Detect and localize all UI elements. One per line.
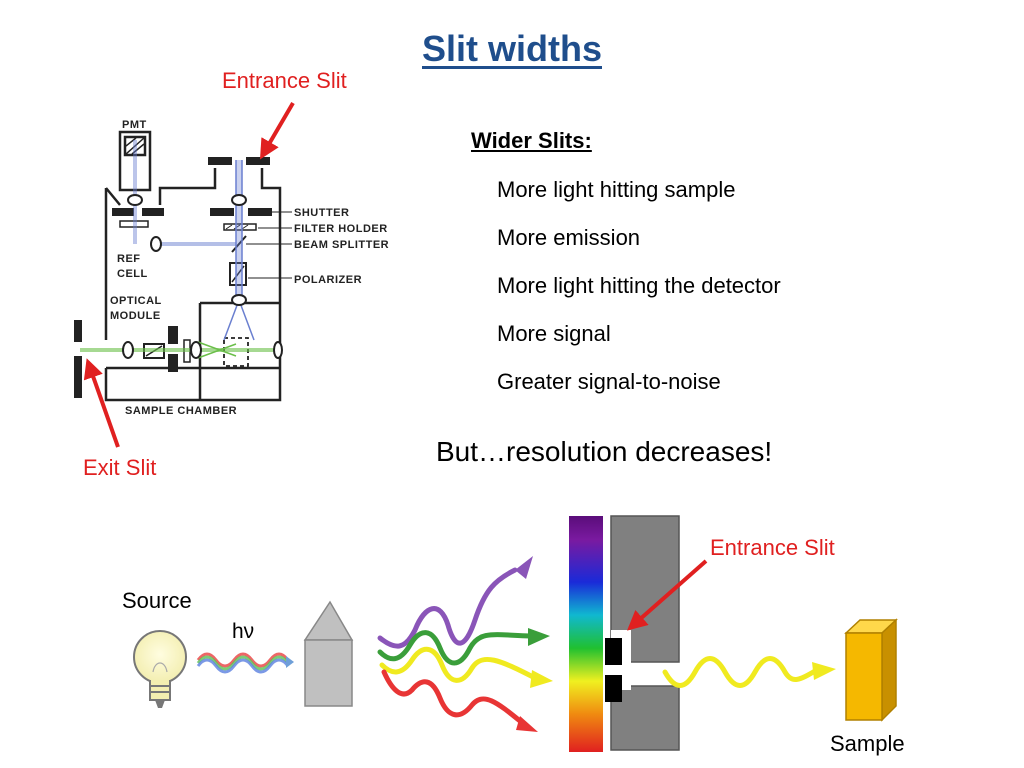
entrance-slit-top-label: Entrance Slit xyxy=(222,68,347,93)
resolution-caveat: But…resolution decreases! xyxy=(436,436,773,467)
polarizer-label: POLARIZER xyxy=(294,274,362,286)
slit-jaw-lower xyxy=(605,675,622,702)
pmt-label: PMT xyxy=(122,119,147,131)
light-bulb-icon xyxy=(133,630,187,708)
source-light-waves xyxy=(196,652,294,674)
shutter-label: SHUTTER xyxy=(294,207,349,219)
optical-module-label-1: OPTICAL xyxy=(110,295,162,307)
dispersed-light-waves xyxy=(377,556,553,732)
h-nu-label: hν xyxy=(232,620,255,643)
wider-slits-heading: Wider Slits: xyxy=(471,128,592,153)
entrance-slit-housing xyxy=(610,515,680,751)
prism-icon xyxy=(303,600,354,707)
slit-jaw-upper xyxy=(605,638,622,665)
entrance-slit-bottom-label: Entrance Slit xyxy=(710,535,835,560)
list-item: More emission xyxy=(497,225,641,250)
entrance-slit-arrow-bottom xyxy=(626,559,708,631)
ref-cell-label-1: REF xyxy=(117,253,141,265)
schematic-beams xyxy=(80,140,280,359)
transmitted-light-wave xyxy=(662,656,836,688)
beam-splitter-label: BEAM SPLITTER xyxy=(294,239,389,251)
sample-chamber-label: SAMPLE CHAMBER xyxy=(125,405,237,417)
filter-holder-label: FILTER HOLDER xyxy=(294,223,388,235)
optical-module-label-2: MODULE xyxy=(110,310,161,322)
list-item: More light hitting the detector xyxy=(497,273,781,298)
sample-label: Sample xyxy=(830,731,905,756)
list-item: More light hitting sample xyxy=(497,177,736,202)
schematic-lenses xyxy=(122,194,283,359)
list-item: More signal xyxy=(497,321,611,346)
wider-slits-list: More light hitting sample More emission … xyxy=(497,174,781,414)
spectrofluorometer-schematic xyxy=(74,130,282,402)
source-label: Source xyxy=(122,588,192,613)
entrance-slit-arrow-top xyxy=(259,101,295,160)
list-item: Greater signal-to-noise xyxy=(497,369,721,394)
page-title: Slit widths xyxy=(422,28,602,69)
exit-slit-label: Exit Slit xyxy=(83,455,157,480)
spectrum-bar xyxy=(569,516,603,752)
ref-cell-label-2: CELL xyxy=(117,268,148,280)
sample-cube-icon xyxy=(844,618,898,722)
exit-slit-arrow xyxy=(83,358,120,448)
